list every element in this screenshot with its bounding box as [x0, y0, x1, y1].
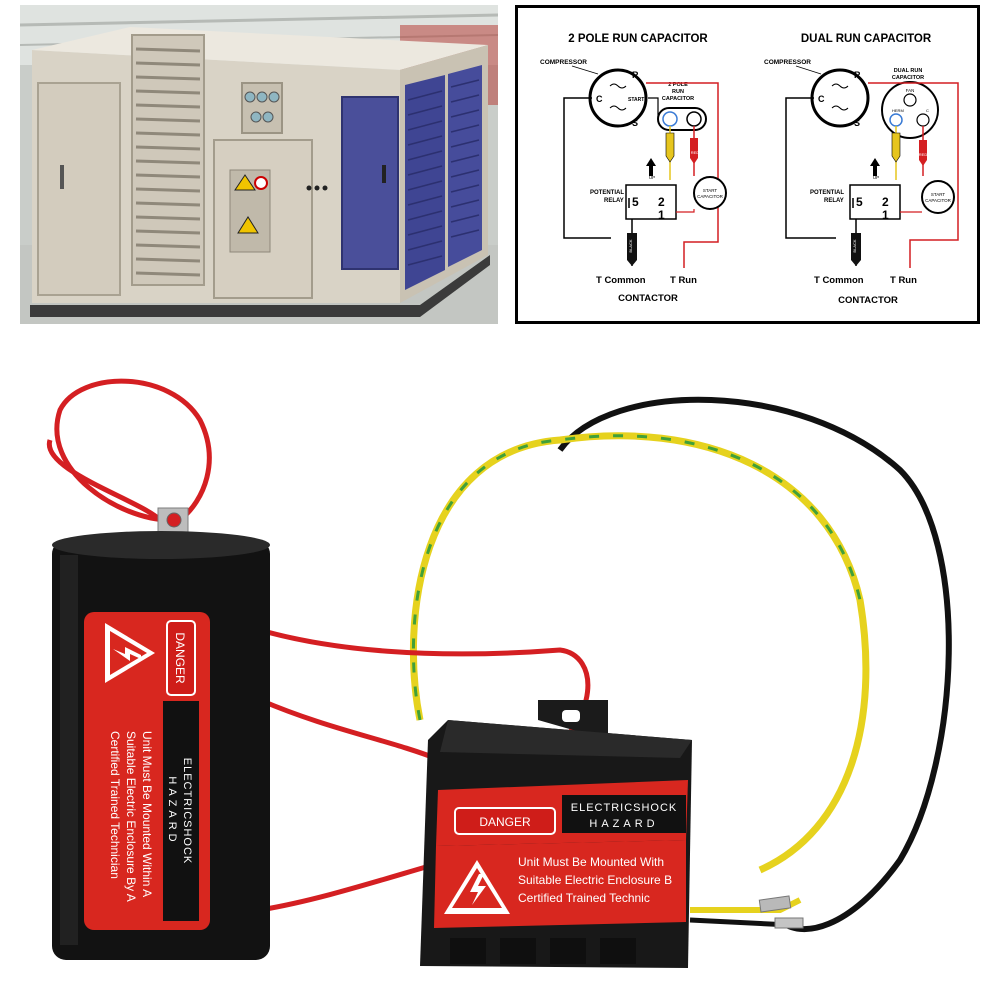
- red-wire-loop: [54, 378, 212, 523]
- capacitor-hazard-line1: ELECTRICSHOCK: [181, 758, 193, 865]
- hazard-warning-icon: [444, 860, 510, 914]
- potential-relay-label-right-2: RELAY: [824, 198, 844, 204]
- potential-relay-label: POTENTIAL: [590, 190, 624, 196]
- diagram-title-2-pole: 2 POLE RUN CAPACITOR: [568, 33, 708, 45]
- terminal-s: S: [632, 118, 638, 128]
- wire-black-tag: BLACK: [628, 239, 633, 252]
- wiring-diagram-panel: 2 POLE RUN CAPACITOR COMPRESSOR R C S ST…: [515, 5, 980, 324]
- up-label: UP: [649, 175, 655, 180]
- relay-warning-line3: Certified Trained Technic: [518, 891, 650, 905]
- capacitor-warning-line2: Suitable Electric Enclosure By A: [124, 731, 138, 902]
- terminal-s-right: S: [854, 118, 860, 128]
- relay-contact-2-right: 2: [882, 195, 889, 209]
- capacitor-warning-line1: Unit Must Be Mounted Within A: [140, 731, 154, 897]
- start-capacitor-label-2: CAPACITOR: [697, 194, 724, 199]
- red-wire-3: [259, 857, 451, 913]
- start-capacitor: DANGER ELECTRICSHOCK HAZARD Unit Must Be…: [52, 531, 270, 960]
- red-wire-2: [259, 697, 441, 763]
- start-capacitor-label-right: START: [931, 192, 946, 197]
- capacitor-danger-badge: [166, 620, 196, 696]
- terminal-c: C: [596, 94, 603, 104]
- black-wire: [557, 396, 952, 933]
- dual-capacitor-label: DUAL RUN: [894, 68, 923, 74]
- capacitor-hazard-line2: HAZARD: [166, 776, 178, 845]
- cap-fan-label: FAN: [906, 88, 915, 93]
- wire-black-tag-right: BLACK: [852, 239, 857, 252]
- potential-relay-label-2: RELAY: [604, 198, 624, 204]
- capacitor-danger-text: DANGER: [173, 632, 187, 684]
- start-capacitor-symbol-right: [921, 180, 955, 214]
- relay-contact-2: 2: [658, 195, 665, 209]
- relay-danger-text: DANGER: [479, 815, 531, 829]
- start-capacitor-symbol: [693, 176, 727, 210]
- cap-herm-label: HERM: [892, 108, 904, 113]
- diagram-title-dual-run: DUAL RUN CAPACITOR: [801, 33, 932, 45]
- cap-c-label: C: [926, 108, 929, 113]
- run-capacitor-label-1: 2 POLE: [668, 82, 688, 88]
- compressor-label: COMPRESSOR: [540, 59, 587, 66]
- relay-hazard-line2: HAZARD: [589, 818, 658, 830]
- contactor-label: CONTACTOR: [618, 293, 678, 304]
- relay-contact-5: 5: [632, 195, 639, 209]
- t-run-label-right: T Run: [890, 275, 917, 286]
- t-run-label: T Run: [670, 275, 697, 286]
- product-photo: DANGER ELECTRICSHOCK HAZARD Unit Must Be…: [0, 340, 1000, 1000]
- potential-relay-symbol: [625, 184, 677, 220]
- relay-hazard-line1: ELECTRICSHOCK: [571, 802, 678, 814]
- run-capacitor-label-2: RUN: [672, 89, 684, 95]
- terminal-r: R: [632, 70, 639, 80]
- dual-capacitor-label-2: CAPACITOR: [892, 75, 924, 81]
- t-common-label: T Common: [596, 275, 646, 286]
- capacitor-warning-line3: Certified Trained Technician: [108, 731, 122, 879]
- relay-contact-1: 1: [658, 208, 665, 222]
- wire-red-tag: RED: [691, 150, 700, 155]
- up-label-right: UP: [873, 175, 879, 180]
- potential-relay: DANGER ELECTRICSHOCK HAZARD Unit Must Be…: [420, 700, 692, 968]
- relay-warning-line2: Suitable Electric Enclosure B: [518, 873, 672, 887]
- t-common-label-right: T Common: [814, 275, 864, 286]
- run-capacitor-label-3: CAPACITOR: [662, 96, 694, 102]
- relay-contact-1-right: 1: [882, 208, 889, 222]
- wire-red-tag-right: RED: [919, 152, 928, 157]
- potential-relay-symbol-right: [849, 184, 901, 220]
- terminal-r-right: R: [854, 70, 861, 80]
- hazard-warning-icon: [105, 623, 155, 683]
- potential-relay-label-right: POTENTIAL: [810, 190, 844, 196]
- diagram-dual-run: DUAL RUN CAPACITOR COMPRESSOR R C S DUAL…: [764, 33, 959, 306]
- relay-contact-5-right: 5: [856, 195, 863, 209]
- start-capacitor-label: START: [703, 188, 718, 193]
- start-capacitor-label-right-2: CAPACITOR: [925, 198, 952, 203]
- diagram-2-pole: 2 POLE RUN CAPACITOR COMPRESSOR R C S ST…: [540, 33, 727, 304]
- terminal-c-right: C: [818, 94, 825, 104]
- generator-cabinet-photo: [20, 5, 498, 324]
- relay-danger-badge: [454, 807, 556, 835]
- compressor-label-right: COMPRESSOR: [764, 59, 811, 66]
- contactor-label-right: CONTACTOR: [838, 295, 898, 306]
- relay-warning-line1: Unit Must Be Mounted With: [518, 855, 664, 869]
- winding-start-label: START: [628, 97, 644, 103]
